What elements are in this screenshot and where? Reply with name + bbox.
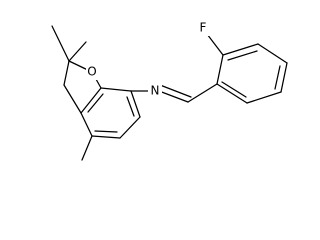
oxygen-label-background (86, 64, 99, 80)
bond-n-ch (158, 90, 189, 103)
fluorine-atom-label: F (200, 21, 207, 35)
chemical-structure-diagram: O N F (51, 20, 288, 161)
bond-c5-c4-inner (94, 130, 118, 133)
bond-c7-c6 (130, 90, 141, 118)
bond-ar2-ar3-inner (227, 50, 258, 61)
bond-ar3-ar4 (257, 43, 288, 64)
bond-c4-methyl (81, 135, 93, 161)
bond-ar6-ar1-inner (221, 81, 247, 98)
bond-c6-c5 (119, 116, 141, 139)
bond-network (51, 25, 288, 161)
bond-ar4-ar5-inner (274, 65, 281, 90)
nitrogen-atom-label: N (151, 84, 160, 98)
bond-ar5-ar6 (246, 91, 282, 104)
bond-ar1-ar2 (216, 54, 224, 85)
bond-c5-c4 (91, 135, 121, 139)
bond-ar2-f (206, 33, 224, 56)
bond-c3-c3a (63, 84, 82, 114)
bond-ar6-ar1 (216, 83, 248, 104)
bond-c3a-c7a-inner (87, 93, 104, 113)
bond-n-ch-double (159, 84, 192, 98)
bond-ar2-ar3 (222, 43, 259, 56)
bond-c7a-c7 (100, 87, 132, 92)
bond-c7-c6-inner (126, 96, 135, 117)
bond-c2-c3 (63, 60, 70, 86)
fluorine-label-background (197, 20, 210, 36)
bond-ch-aryl (187, 83, 218, 103)
bond-c2-methyl-right (68, 41, 87, 62)
oxygen-atom-label: O (87, 65, 96, 79)
nitrogen-label-background (148, 83, 162, 99)
bond-c2-methyl-left (51, 25, 70, 62)
bond-ar4-ar5 (280, 62, 288, 93)
bond-c4-c3a (80, 112, 93, 137)
bond-c3a-c7a (80, 87, 102, 114)
atom-labels: O N F (86, 20, 210, 99)
